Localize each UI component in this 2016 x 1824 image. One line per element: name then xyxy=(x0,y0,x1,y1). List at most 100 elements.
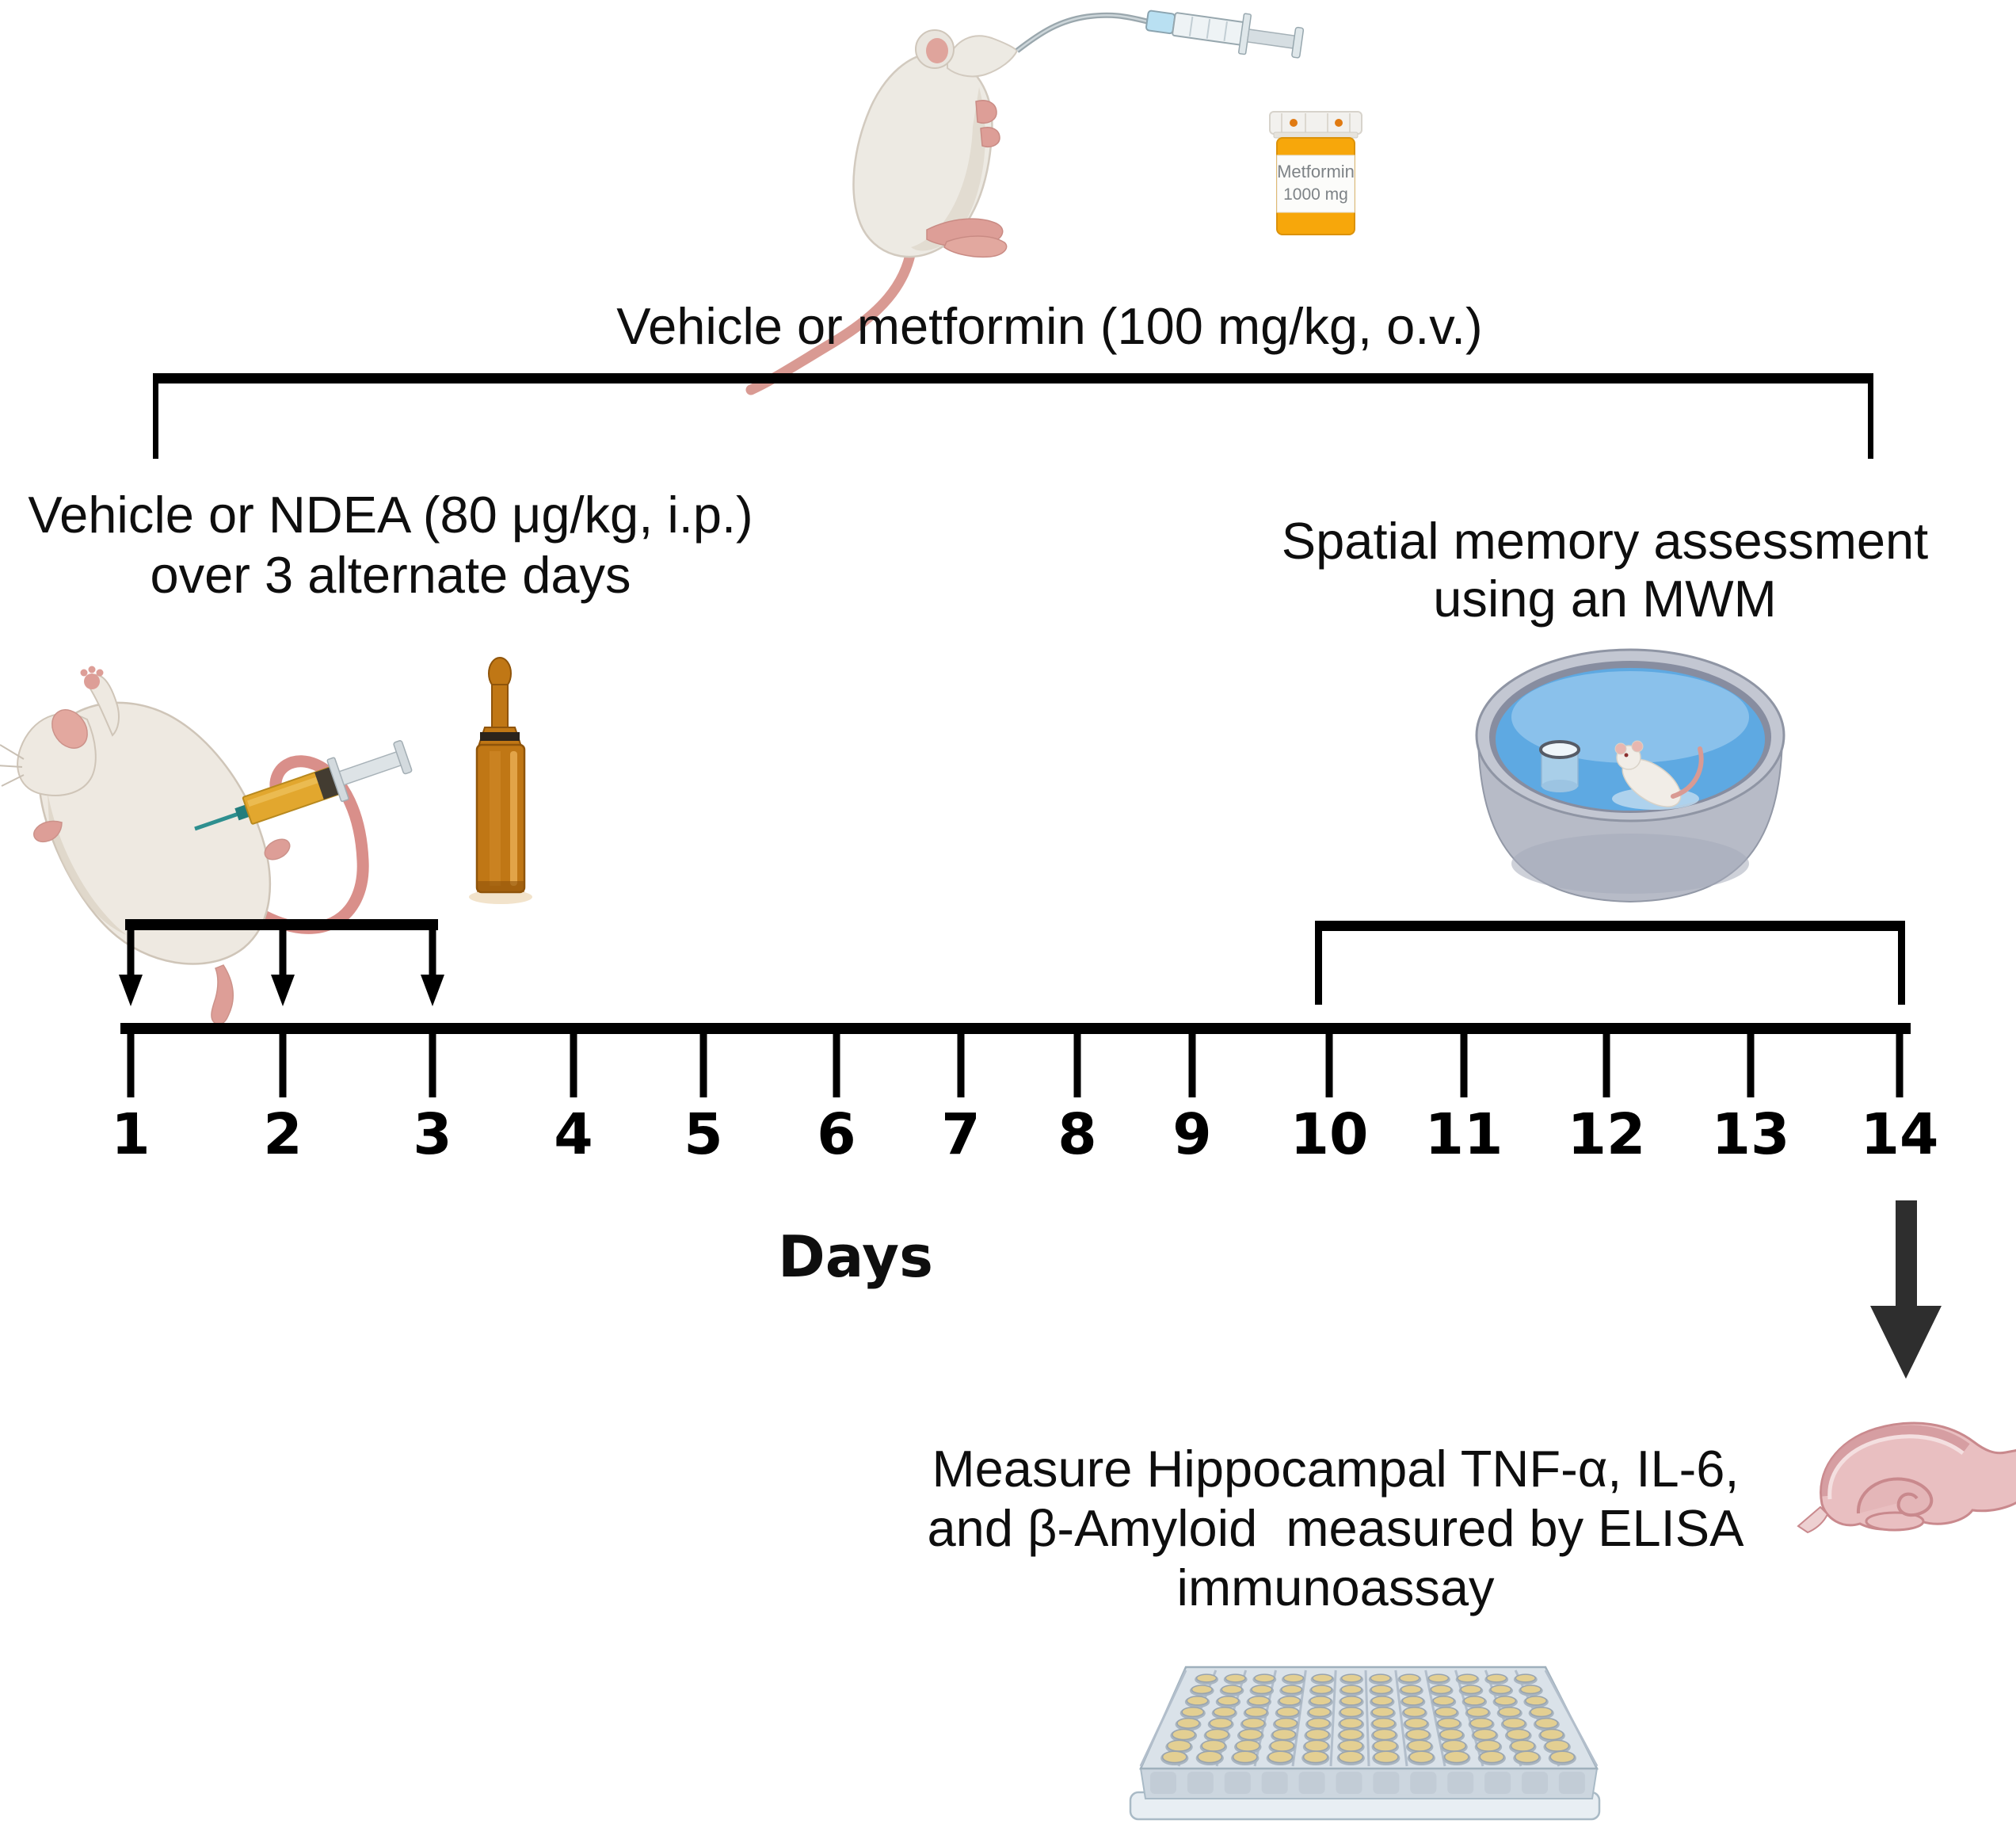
bottle-cap xyxy=(1269,111,1362,135)
metformin-period-bracket xyxy=(153,373,1873,459)
day-label: 8 xyxy=(1058,1101,1096,1167)
rat-paw xyxy=(84,674,100,689)
bottle-label-line2: 1000 mg xyxy=(1283,185,1348,204)
pool-wall-shadow xyxy=(1511,834,1749,894)
brain-icon xyxy=(1797,1421,2016,1534)
days-axis-label: Days xyxy=(778,1223,933,1290)
ampoule-band xyxy=(480,732,520,741)
cap-dot xyxy=(1290,119,1298,127)
ndea-ampoule-icon xyxy=(469,657,532,904)
ip-injection-rat-icon xyxy=(0,666,413,1025)
gavage-tube xyxy=(1015,12,1148,53)
injection-arrow-head xyxy=(271,975,295,1006)
brain-stem xyxy=(1797,1505,1829,1534)
injection-arrow-shaft xyxy=(429,929,436,978)
platform-top xyxy=(1539,740,1580,759)
day-label: 2 xyxy=(263,1101,302,1167)
injection-days-bracket xyxy=(119,919,444,1006)
timeline-tick xyxy=(127,1034,135,1097)
mouse-ear-inner xyxy=(926,38,948,63)
bottom-caption-line2: and β-Amyloid measured by ELISA xyxy=(927,1499,1744,1557)
metformin-bottle-icon: Metformin 1000 mg xyxy=(1269,111,1362,235)
pool-water-light xyxy=(1511,671,1749,763)
brain-hippocampus-curl xyxy=(1856,1477,1934,1517)
day-label: 13 xyxy=(1712,1101,1790,1167)
day-label: 3 xyxy=(413,1101,452,1167)
timeline-tick xyxy=(1896,1034,1904,1097)
elisa-plate-icon xyxy=(1129,1666,1601,1821)
day-label: 11 xyxy=(1425,1101,1503,1167)
left-caption-line1: Vehicle or NDEA (80 μg/kg, i.p.) xyxy=(28,486,753,544)
rat-hind-foot xyxy=(264,838,291,860)
left-caption: Vehicle or NDEA (80 μg/kg, i.p.)over 3 a… xyxy=(28,485,753,605)
gavage-tube-highlight xyxy=(1016,13,1148,52)
oral-gavage-mouse-icon xyxy=(745,10,1305,395)
bottle-label xyxy=(1276,155,1355,213)
timeline-tick xyxy=(1073,1034,1081,1097)
right-caption-line1: Spatial memory assessment xyxy=(1281,512,1929,570)
injection-arrow-head xyxy=(421,975,444,1006)
brain-lobe xyxy=(1865,1511,1925,1532)
timeline-tick xyxy=(957,1034,965,1097)
rat-whiskers xyxy=(0,744,25,787)
top-caption: Vehicle or metformin (100 mg/kg, o.v.) xyxy=(616,297,1483,355)
mouse-front-paw xyxy=(975,100,997,124)
mwm-days-bracket xyxy=(1315,921,1905,1005)
timeline-tick xyxy=(1747,1034,1755,1097)
timeline-tick xyxy=(1325,1034,1333,1097)
bottom-caption-line3: immunoassay xyxy=(1176,1559,1495,1616)
day-label: 9 xyxy=(1172,1101,1211,1167)
timeline-tick xyxy=(833,1034,840,1097)
timeline-tick xyxy=(1603,1034,1610,1097)
mouse-hind-foot-2 xyxy=(943,235,1008,258)
day-label: 14 xyxy=(1861,1101,1939,1167)
rat-hind-foot-dangling xyxy=(211,964,234,1025)
day-label: 7 xyxy=(941,1101,980,1167)
swimming-mouse-eye xyxy=(1624,753,1629,757)
rat-ear xyxy=(51,709,88,749)
swimming-mouse-tail xyxy=(1671,746,1704,799)
gavage-syringe-icon xyxy=(1145,10,1305,59)
day-label: 1 xyxy=(111,1101,150,1167)
injection-arrow-shaft xyxy=(127,929,135,978)
bottom-caption-line1: Measure Hippocampal TNF-α, IL-6, xyxy=(932,1440,1740,1498)
timeline-tick xyxy=(699,1034,707,1097)
day14-down-arrow xyxy=(1870,1200,1942,1379)
bottle-label-line1: Metformin xyxy=(1277,162,1355,181)
mouse-front-paw-2 xyxy=(980,127,1000,147)
ampoule-neck xyxy=(491,684,509,730)
day-label: 5 xyxy=(684,1101,722,1167)
day-label: 10 xyxy=(1290,1101,1369,1167)
brain-highlight xyxy=(1827,1434,1965,1500)
plate-wells xyxy=(1160,1673,1576,1766)
right-caption-line2: using an MWM xyxy=(1433,570,1777,628)
ip-syringe-icon xyxy=(194,740,413,831)
rat-body-shading xyxy=(48,792,127,935)
brain-cortex-band xyxy=(1821,1425,1970,1497)
timeline-tick xyxy=(1188,1034,1196,1097)
injection-arrow-shaft xyxy=(279,929,287,978)
cap-dot xyxy=(1335,119,1343,127)
rat-front-paw xyxy=(33,820,63,843)
platform-bottom xyxy=(1542,780,1578,792)
rat-body xyxy=(38,701,272,965)
mouse-body-shading xyxy=(911,87,985,251)
day-label: 6 xyxy=(817,1101,856,1167)
swimming-mouse-ear xyxy=(1614,742,1627,755)
cap-lip xyxy=(1273,132,1359,139)
left-caption-line2: over 3 alternate days xyxy=(150,546,631,604)
timeline-tick xyxy=(429,1034,436,1097)
bottom-caption: Measure Hippocampal TNF-α, IL-6,and β-Am… xyxy=(928,1439,1744,1617)
timeline-tick xyxy=(1460,1034,1468,1097)
day-label: 4 xyxy=(554,1101,593,1167)
timeline-bar xyxy=(120,1023,1911,1034)
water-maze-icon xyxy=(1475,648,1785,903)
injection-arrow-head xyxy=(119,975,143,1006)
timeline-tick xyxy=(570,1034,577,1097)
ampoule-shadow xyxy=(469,890,532,904)
